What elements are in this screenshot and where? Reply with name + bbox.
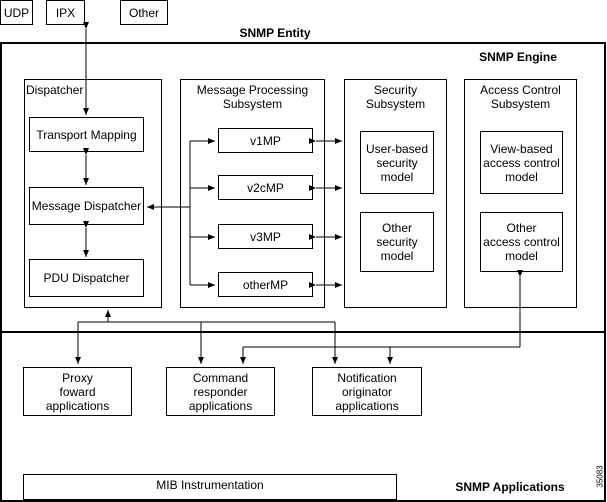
mps-title: Message Processing Subsystem — [196, 83, 309, 111]
othermp-box: otherMP — [218, 272, 313, 297]
other-access-box: Other access control model — [480, 212, 563, 272]
command-responder-box: Command responder applications — [166, 367, 275, 416]
snmp-applications-title: SNMP Applications — [455, 480, 565, 494]
transport-mapping-box: Transport Mapping — [29, 117, 144, 152]
snmp-entity-title: SNMP Entity — [239, 26, 311, 40]
dispatcher-title: Dispatcher — [26, 83, 84, 97]
message-dispatcher-box: Message Dispatcher — [29, 187, 144, 225]
protocol-other: Other — [120, 0, 168, 25]
user-based-security-box: User-based security model — [360, 131, 434, 194]
other-security-box: Other security model — [360, 212, 434, 272]
snmp-applications-box — [0, 331, 606, 502]
view-based-access-box: View-based access control model — [480, 131, 563, 194]
pdu-dispatcher-box: PDU Dispatcher — [29, 259, 144, 297]
protocol-ipx: IPX — [46, 0, 85, 25]
access-control-title: Access Control Subsystem — [480, 83, 561, 111]
notification-originator-box: Notification originator applications — [312, 367, 422, 416]
mib-instrumentation-label: MIB Instrumentation — [156, 478, 264, 492]
v1mp-box: v1MP — [218, 128, 313, 153]
security-title: Security Subsystem — [365, 83, 426, 111]
snmp-engine-title: SNMP Engine — [479, 50, 557, 64]
v3mp-box: v3MP — [218, 224, 313, 249]
mib-instrumentation-box — [23, 474, 397, 500]
v2cmp-box: v2cMP — [218, 175, 313, 200]
protocol-udp: UDP — [0, 0, 33, 25]
proxy-forward-box: Proxy foward applications — [23, 367, 132, 416]
